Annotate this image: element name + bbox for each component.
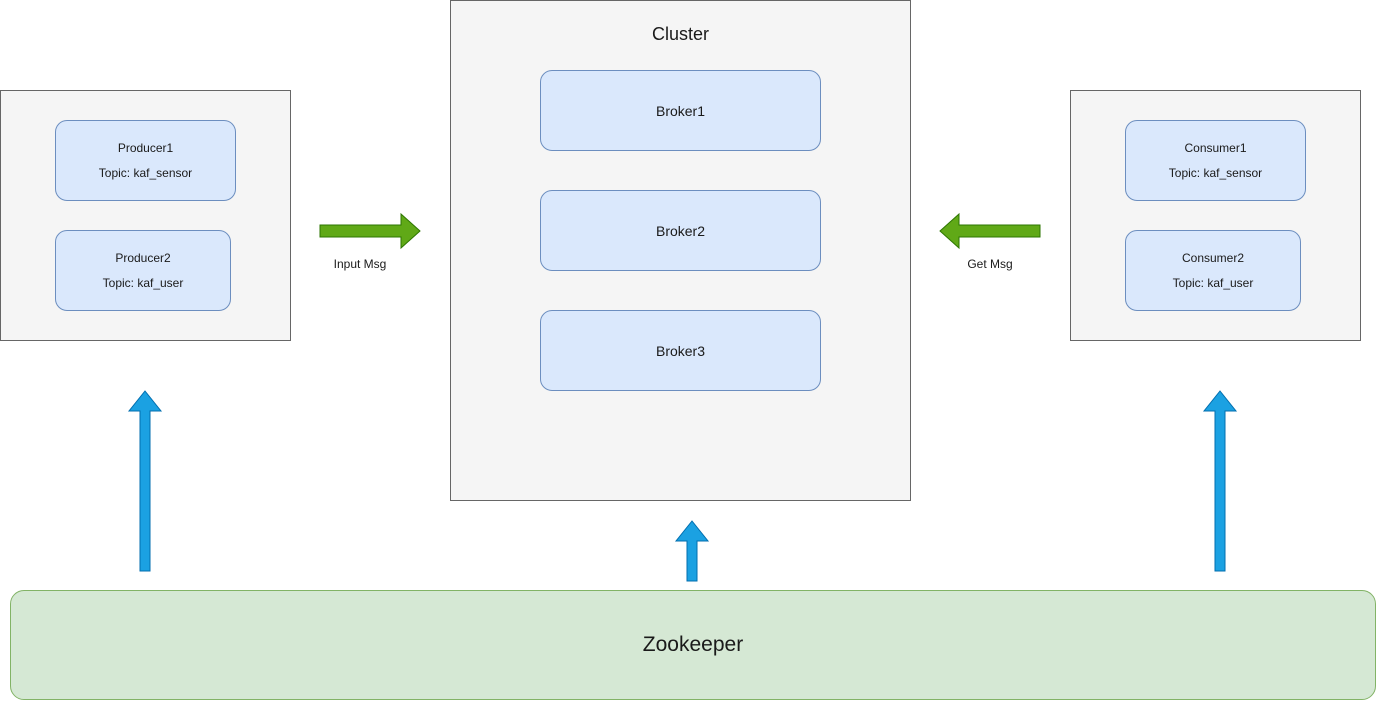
cluster-title: Cluster [651, 24, 709, 44]
zookeeper-to-cluster-arrow [674, 520, 710, 582]
producer2-node[interactable]: Producer2 Topic: kaf_user [55, 230, 231, 311]
broker1-node[interactable]: Broker1 [540, 70, 821, 151]
zookeeper-label: Zookeeper [642, 633, 744, 656]
broker2-node[interactable]: Broker2 [540, 190, 821, 271]
get-msg-arrow [939, 212, 1041, 250]
producer1-topic: Topic: kaf_sensor [98, 165, 193, 180]
consumer1-topic: Topic: kaf_sensor [1168, 165, 1263, 180]
producer1-name: Producer1 [117, 140, 174, 155]
get-msg-label: Get Msg [967, 257, 1013, 271]
producer2-name: Producer2 [115, 250, 171, 265]
consumer2-topic: Topic: kaf_user [1172, 275, 1254, 290]
zookeeper-to-consumers-arrow [1202, 390, 1238, 572]
producer2-topic: Topic: kaf_user [102, 275, 184, 290]
consumer2-name: Consumer2 [1181, 250, 1245, 265]
zookeeper-node[interactable]: Zookeeper [10, 590, 1376, 700]
consumer1-name: Consumer1 [1184, 140, 1247, 155]
broker3-node[interactable]: Broker3 [540, 310, 821, 391]
input-msg-label: Input Msg [333, 257, 387, 271]
consumer1-node[interactable]: Consumer1 Topic: kaf_sensor [1125, 120, 1306, 201]
consumer2-node[interactable]: Consumer2 Topic: kaf_user [1125, 230, 1301, 311]
zookeeper-to-producers-arrow [127, 390, 163, 572]
input-msg-arrow [319, 212, 421, 250]
producer1-node[interactable]: Producer1 Topic: kaf_sensor [55, 120, 236, 201]
